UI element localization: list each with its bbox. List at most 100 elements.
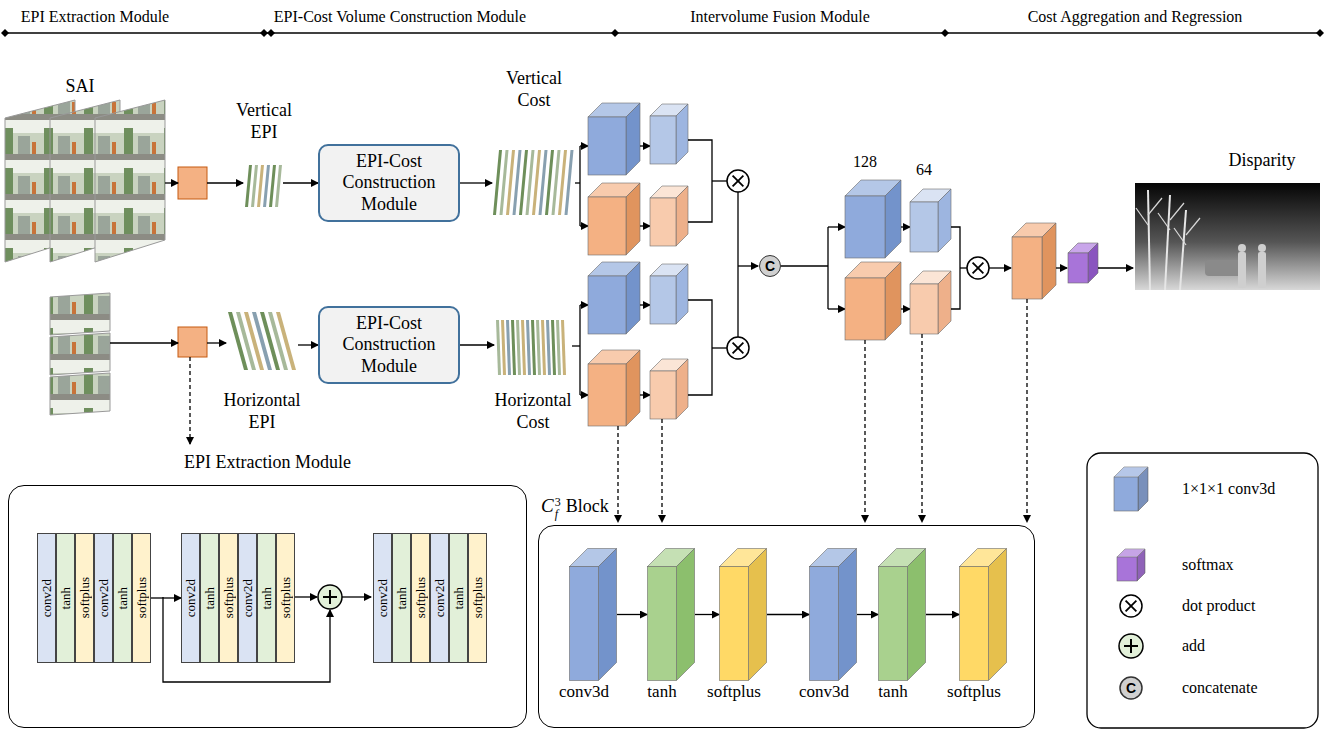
concatenate-letter: C [765,259,775,273]
rule-diamond [267,29,275,37]
dot-product-symbol [733,343,744,354]
softmax-volume-side [1088,243,1098,283]
layer-block-front [810,567,839,681]
image-label: Horizontal Cost [487,390,579,433]
conv-volume-front [588,364,626,426]
wire [580,145,588,146]
horizontal-cost [506,320,511,375]
layer-name: softplus [78,577,91,618]
layer-block: tanh [647,548,695,681]
dot-product-symbol [727,170,749,192]
process-box: EPI-Cost Construction Module [318,306,460,384]
tree-branch [1170,203,1184,220]
vertical-epi [245,165,252,207]
wire [1056,267,1067,268]
dot-product-symbol [967,257,989,279]
concatenate-symbol [1120,677,1142,699]
tree-trunk [1165,195,1170,290]
conv-volume-front [650,198,676,246]
box-label: EPI-Cost Construction Module [326,313,452,378]
horizontal-cost [546,320,551,375]
wire [901,226,910,227]
wire [737,192,738,337]
wire [781,265,828,266]
legend-text: 1×1×1 conv3d [1182,479,1275,498]
wire [207,342,226,343]
layer-block: conv3d [569,548,617,681]
legend-swatch [1112,465,1150,513]
layer-name: softplus [947,682,1001,702]
horizontal-cost [561,320,566,375]
vertical-epi [263,165,270,207]
conv-volume-front [588,276,626,334]
conv-volume-side [676,186,688,246]
conv-volume-front [845,278,885,340]
module-panel: EPI Extraction Moduleconv2dtanhsoftplusc… [8,485,527,728]
block-outline [809,548,857,681]
dot-product-symbol [973,263,984,274]
layer-name: conv2d [184,579,197,617]
wire [738,265,758,266]
block-heading: C3fBlock [541,495,609,520]
sub-aperture-image [50,373,110,415]
layer-block-side [599,549,617,681]
process-box: EPI-Cost Construction Module [318,144,460,222]
layer-block: softplus [719,548,767,681]
aggregation-volume-side [1042,223,1056,299]
wire [579,305,580,395]
image-label: Vertical EPI [225,100,303,143]
index-stack: 3f [555,496,561,520]
layer-name: conv3d [559,682,609,702]
layer-strip: softplus [219,533,238,663]
legend-text: dot product [1182,596,1255,615]
wire [572,345,580,346]
image-label: SAI [65,76,94,98]
layer-strip: tanh [200,533,219,663]
block-title: Block [566,496,609,516]
horizontal-cost [526,320,531,375]
wire [712,347,727,348]
tree-branch [1136,208,1148,225]
block-outline [959,548,1007,681]
wire [1098,267,1133,268]
conv-volume-side [626,103,640,175]
vertical-epi [251,165,258,207]
vertical-epi [275,165,282,207]
channel-count: 64 [916,160,932,179]
conv-volume-front [910,284,938,334]
image-label: Horizontal EPI [214,390,310,433]
conv-volume-side [626,262,640,334]
dot-product-symbol [1126,601,1137,612]
wire [688,300,712,395]
conv-volume-side [676,359,688,419]
swatch-shade [1137,549,1145,581]
layer-block-side [749,549,767,681]
wire [580,394,588,395]
tree-branch [1158,213,1170,230]
layer-block-side [908,549,926,681]
dot-product-symbol [733,176,744,187]
wire [640,394,650,395]
wire [294,596,317,597]
add-symbol [1130,639,1132,653]
conv-volume-front [650,276,676,324]
wire [460,344,494,345]
tree-branch [1148,198,1162,215]
layer-name: tanh [395,587,408,609]
layer-strip: conv2d [238,533,257,663]
rule-diamond [1,29,9,37]
vertical-epi [257,165,264,207]
wire [828,308,845,309]
wire [579,146,580,226]
dashed-pointer [921,334,922,522]
dot-product-symbol [733,343,744,354]
horizontal-cost [531,320,536,375]
layer-strip: tanh [257,533,276,663]
extraction-block [178,327,207,357]
connector [151,597,181,598]
layer-name: conv2d [376,579,389,617]
swatch-shade [1138,467,1148,511]
tree-branch [1174,228,1186,245]
horizontal-cost [551,320,556,375]
